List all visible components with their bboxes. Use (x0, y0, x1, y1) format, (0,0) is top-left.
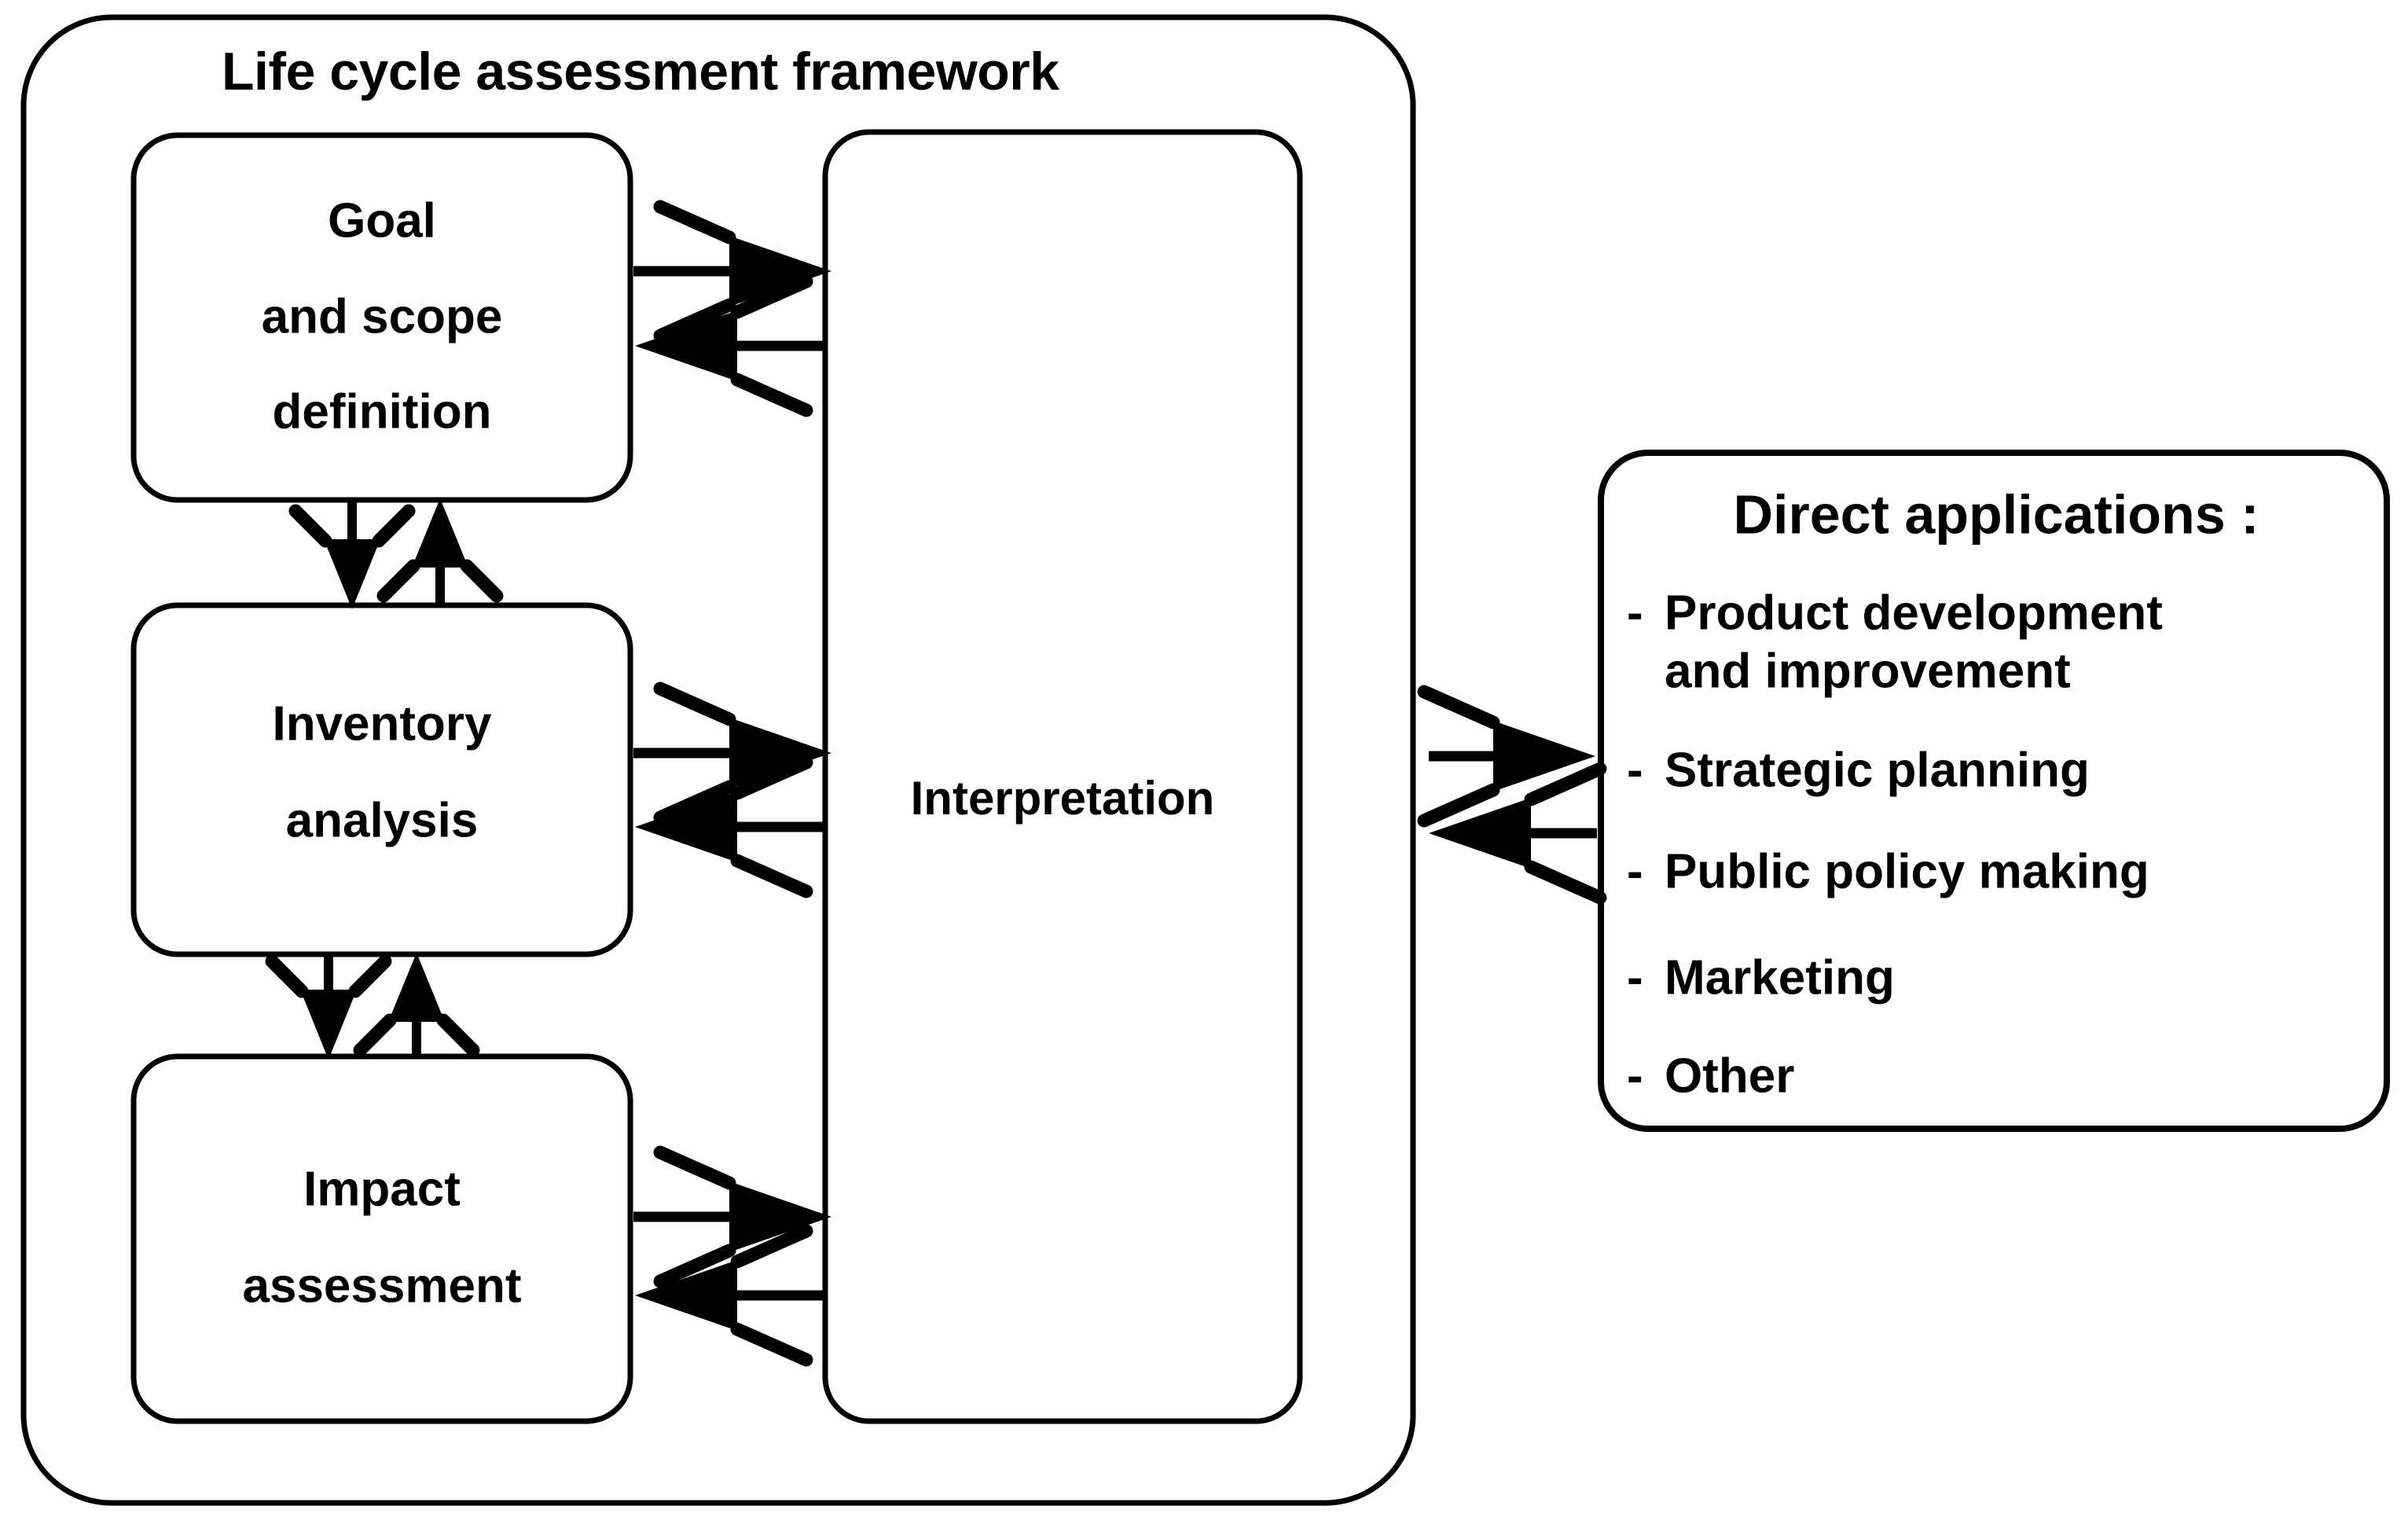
application-item-3: - Marketing (1627, 950, 1895, 1005)
bullet-dash-3: - (1627, 950, 1643, 1005)
direct-applications-title: Direct applications : (1733, 483, 2259, 545)
arrow-impact-to-interpretation (633, 1145, 831, 1288)
inventory-analysis-box (130, 602, 633, 957)
goal-box-line-1: Goal (328, 193, 436, 248)
arrow-goal-to-inventory (288, 500, 416, 609)
application-item-3-line-1: Marketing (1665, 950, 1895, 1005)
application-item-1: - Strategic planning (1627, 743, 2090, 797)
application-item-4-line-1: Other (1665, 1049, 1794, 1103)
bullet-dash-1: - (1627, 743, 1643, 797)
goal-and-scope-box (130, 132, 633, 503)
arrow-inventory-to-interpretation (633, 682, 831, 825)
arrow-inventory-to-impact (265, 954, 392, 1060)
interpretation-label: Interpretation (911, 772, 1215, 825)
application-item-1-line-1: Strategic planning (1665, 743, 2090, 797)
application-item-4: - Other (1627, 1049, 1794, 1103)
arrow-inventory-to-goal (376, 498, 504, 605)
lca-framework-frame (20, 14, 1416, 1506)
arrow-framework-to-applications (1417, 685, 1595, 828)
application-item-0-line-2: and improvement (1665, 644, 2071, 698)
bullet-dash-0: - (1627, 586, 1643, 640)
arrow-interpretation-to-goal (635, 274, 827, 417)
goal-box-line-2: and scope (262, 289, 503, 344)
inventory-box-line-2: analysis (286, 793, 479, 847)
arrow-interpretation-to-inventory (635, 755, 827, 898)
bullet-dash-4: - (1627, 1049, 1643, 1103)
application-item-0-line-1: Product development (1665, 586, 2163, 640)
application-item-2-line-1: Public policy making (1665, 844, 2149, 898)
impact-box-line-2: assessment (242, 1258, 521, 1313)
impact-assessment-box (130, 1053, 633, 1424)
framework-title: Life cycle assessment framework (222, 42, 1059, 101)
arrow-impact-to-inventory (353, 953, 480, 1057)
impact-box-line-1: Impact (303, 1162, 461, 1216)
application-item-2: - Public policy making (1627, 844, 2149, 898)
arrow-goal-to-interpretation (633, 200, 831, 343)
direct-applications-box (1598, 450, 2390, 1132)
arrow-interpretation-to-impact (635, 1224, 827, 1367)
inventory-box-line-1: Inventory (272, 696, 492, 751)
application-item-0: - Product development and improvement (1627, 586, 2163, 698)
arrow-applications-to-framework (1429, 762, 1607, 905)
bullet-dash-2: - (1627, 844, 1643, 898)
goal-box-line-3: definition (273, 384, 492, 439)
interpretation-box (822, 129, 1303, 1424)
